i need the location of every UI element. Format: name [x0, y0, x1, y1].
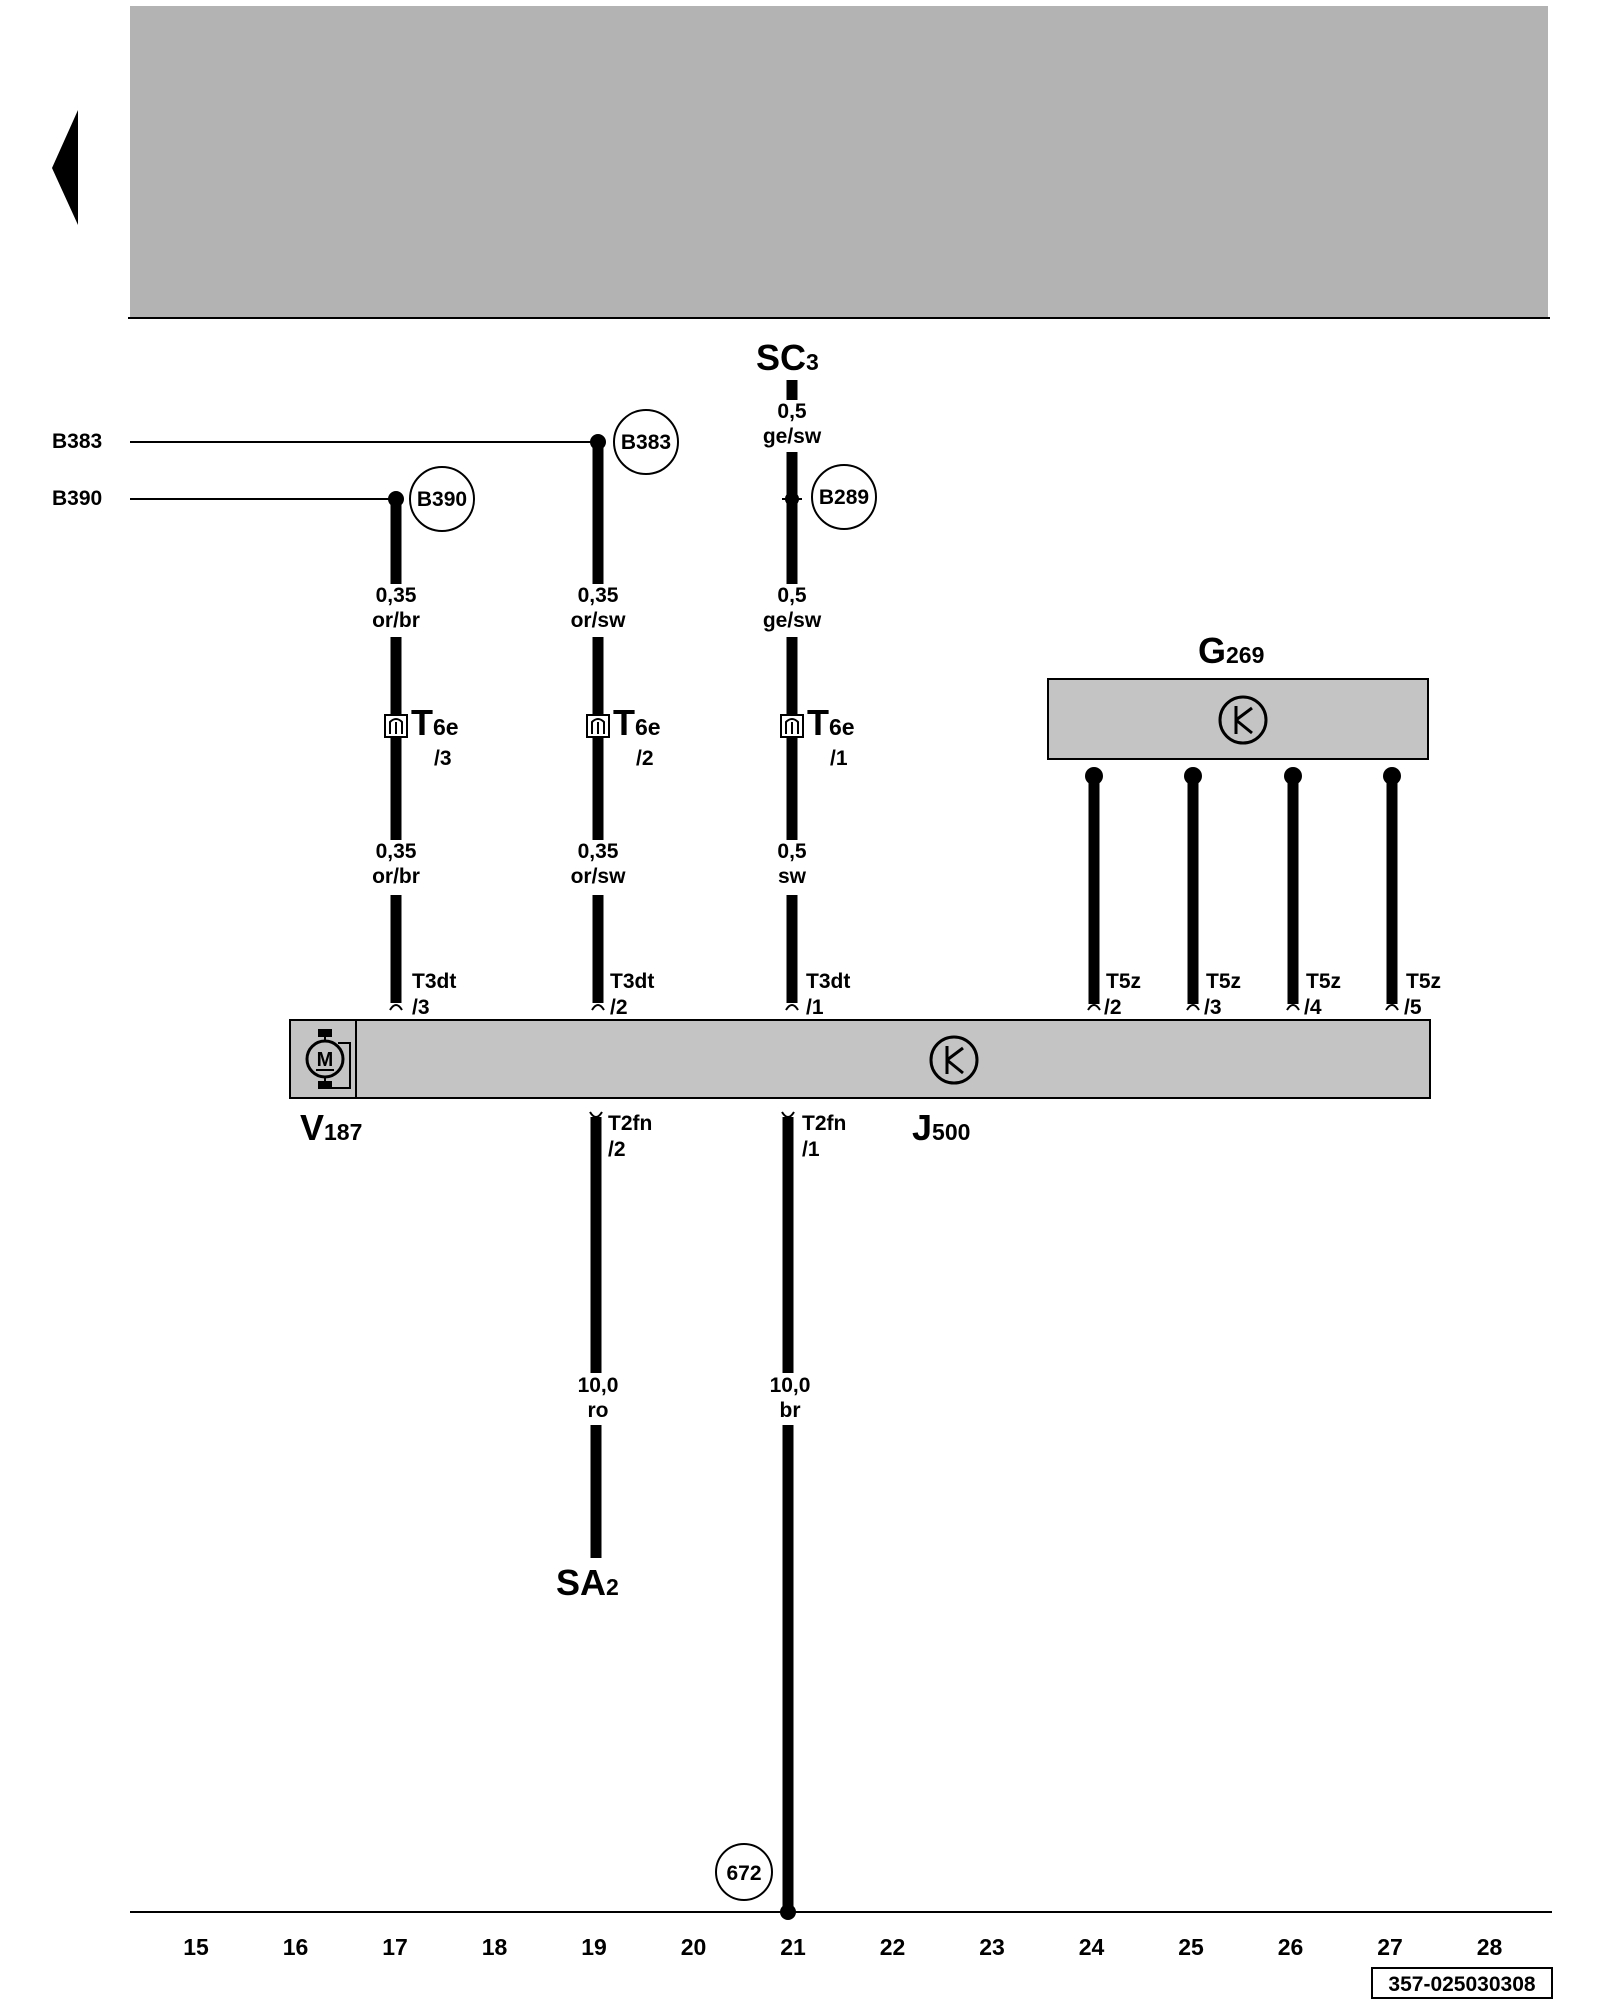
t3dt-pin-1: /1	[806, 996, 824, 1019]
grid-number: 18	[482, 1934, 508, 1960]
t2fn-label-1: T2fn	[802, 1112, 846, 1135]
t5z-label-4: T5z	[1306, 970, 1341, 993]
wire-color-label: or/sw	[571, 865, 627, 888]
t3dt-pin-2: /2	[610, 996, 628, 1019]
b383-line-label: B383	[52, 430, 102, 453]
grid-number: 23	[979, 1934, 1005, 1960]
t5z-pin-3: /3	[1204, 996, 1222, 1019]
grid-number: 26	[1278, 1934, 1304, 1960]
wire-color-label: or/sw	[571, 609, 627, 632]
grid-number: 28	[1477, 1934, 1503, 1960]
ground-672-label: 672	[726, 1862, 761, 1885]
grid-number: 17	[382, 1934, 408, 1960]
t5z-pin-5: /5	[1404, 996, 1422, 1019]
connection-b289-label: B289	[819, 486, 869, 509]
connection-b390-circle	[409, 466, 475, 532]
t2fn-pin-1: /1	[802, 1138, 820, 1161]
grid-numbers: 15 16 17 18 19 20 21 22 23 24 25 26 27 28	[183, 1934, 1502, 1960]
wire-color-label: ge/sw	[763, 425, 822, 448]
wire-color-label: or/br	[372, 609, 420, 632]
header-panel	[130, 6, 1548, 317]
t5z-label-5: T5z	[1406, 970, 1441, 993]
grid-number: 27	[1377, 1934, 1403, 1960]
left-triangle-icon[interactable]	[52, 110, 78, 225]
wire-col17	[388, 491, 404, 1003]
doc-number: 357-025030308	[1388, 1973, 1535, 1996]
doc-number-box	[1371, 1967, 1553, 1999]
wire-size-label: 0,35	[578, 840, 619, 863]
t5z-pin-4: /4	[1304, 996, 1322, 1019]
t3dt-label-2: T3dt	[610, 970, 654, 993]
t3dt-pin-3: /3	[412, 996, 430, 1019]
wire-size-label: 0,35	[578, 584, 619, 607]
wire-color-label: ge/sw	[763, 609, 822, 632]
t3dt-label-1: T3dt	[806, 970, 850, 993]
t6e-label-1: T6e	[807, 702, 855, 743]
g269-label: G269	[1198, 630, 1264, 671]
grid-number: 24	[1079, 1934, 1105, 1960]
svg-text:M: M	[317, 1049, 334, 1071]
wire-color-label: or/br	[372, 865, 420, 888]
connection-b383-circle	[613, 409, 679, 475]
g269-electronic-symbol-icon	[1218, 695, 1268, 745]
wire-color-label: sw	[778, 865, 807, 888]
wire-size-label: 0,35	[376, 840, 417, 863]
grid-number: 19	[581, 1934, 607, 1960]
j500-box	[289, 1019, 1431, 1099]
wire-col19	[590, 434, 606, 1003]
t6e-pin-1: /1	[830, 747, 848, 770]
wire-color-label: br	[780, 1399, 801, 1422]
v187-motor-icon: M	[305, 1029, 351, 1089]
wire-size-label: 10,0	[578, 1374, 619, 1397]
t6e-connector-3	[384, 714, 408, 738]
wire-col21	[782, 380, 802, 1003]
wire-size-label: 0,5	[777, 840, 807, 863]
b390-line-label: B390	[52, 487, 102, 510]
grid-number: 15	[183, 1934, 209, 1960]
grid-number: 22	[880, 1934, 906, 1960]
wire-size-label: 0,35	[376, 584, 417, 607]
j500-label: J500	[912, 1107, 970, 1148]
t6e-label-2: T6e	[613, 702, 661, 743]
v187-label: V187	[300, 1107, 362, 1148]
t6e-pin-2: /2	[636, 747, 654, 770]
grid-number: 20	[681, 1934, 707, 1960]
connection-b390-label: B390	[417, 488, 467, 511]
wire-color-label: ro	[588, 1399, 609, 1422]
ground-wire	[780, 1117, 796, 1920]
connection-b289-circle	[811, 464, 877, 530]
wire-size-label: 10,0	[770, 1374, 811, 1397]
t6e-pin-3: /3	[434, 747, 452, 770]
t5z-label-3: T5z	[1206, 970, 1241, 993]
j500-electronic-symbol-icon	[929, 1035, 979, 1085]
t6e-connector-2	[586, 714, 610, 738]
t3dt-label-3: T3dt	[412, 970, 456, 993]
connection-b383-label: B383	[621, 431, 671, 454]
t2fn-pin-2: /2	[608, 1138, 626, 1161]
grid-number: 21	[780, 1934, 806, 1960]
sa2-label: SA2	[556, 1562, 619, 1603]
g269-output-wires	[1085, 767, 1401, 1004]
t5z-pin-2: /2	[1104, 996, 1122, 1019]
grid-number: 16	[283, 1934, 309, 1960]
sc3-label: SC3	[756, 337, 819, 378]
t6e-label-3: T6e	[411, 702, 459, 743]
t6e-connector-1	[780, 714, 804, 738]
wire-size-label: 0,5	[777, 584, 807, 607]
wire-size-label: 0,5	[777, 400, 807, 423]
ground-672-circle	[715, 1843, 773, 1901]
t5z-label-2: T5z	[1106, 970, 1141, 993]
grid-number: 25	[1178, 1934, 1204, 1960]
pin-hooks-top	[389, 1004, 1399, 1011]
t2fn-label-2: T2fn	[608, 1112, 652, 1135]
